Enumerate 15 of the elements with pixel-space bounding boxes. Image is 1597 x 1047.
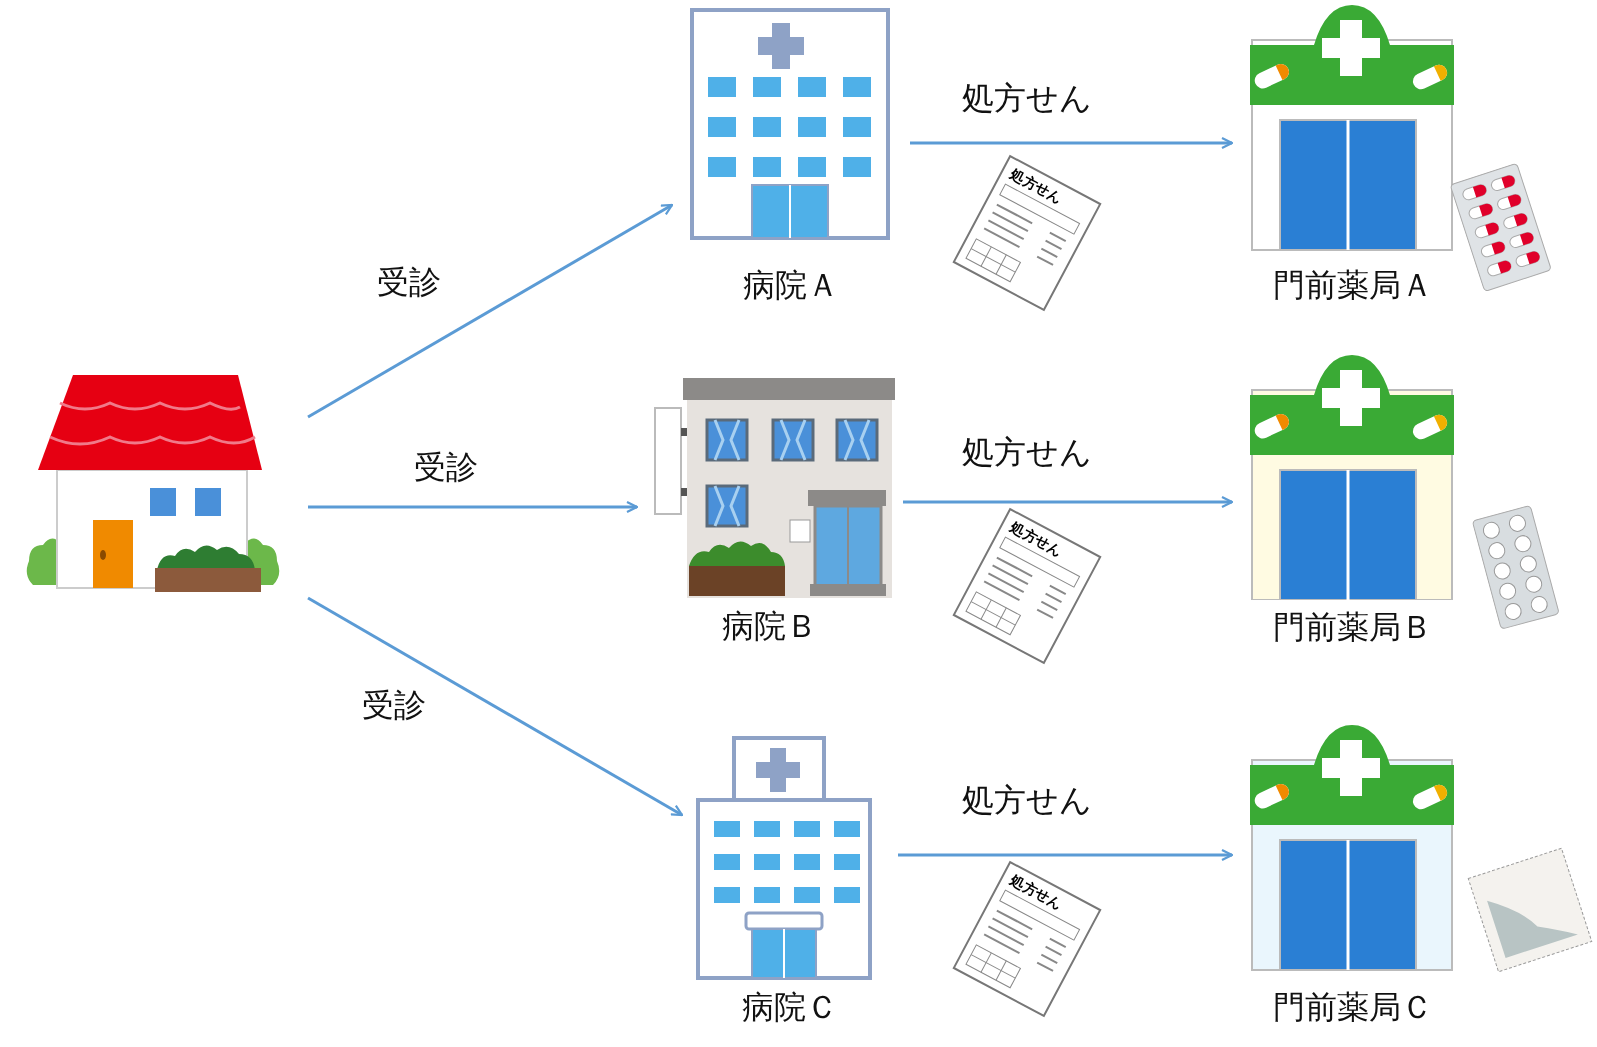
- arrow: [898, 848, 1234, 862]
- arrow: [903, 495, 1234, 509]
- arrow: [307, 203, 674, 419]
- building-name: 門前薬局Ａ: [1271, 265, 1434, 305]
- building-name: 病院Ｃ: [741, 987, 839, 1027]
- arrow: [910, 136, 1234, 150]
- building-name: 病院Ａ: [742, 265, 840, 305]
- arrow: [308, 500, 639, 514]
- building-name: 病院Ｂ: [721, 606, 819, 646]
- building-name: 門前薬局Ｃ: [1271, 987, 1434, 1027]
- arrow: [307, 596, 684, 817]
- paper-title: 処方せん: [1007, 517, 1066, 560]
- paper-title: 処方せん: [1007, 870, 1066, 913]
- building-name: 門前薬局Ｂ: [1271, 607, 1434, 647]
- paper-title: 処方せん: [1007, 164, 1066, 207]
